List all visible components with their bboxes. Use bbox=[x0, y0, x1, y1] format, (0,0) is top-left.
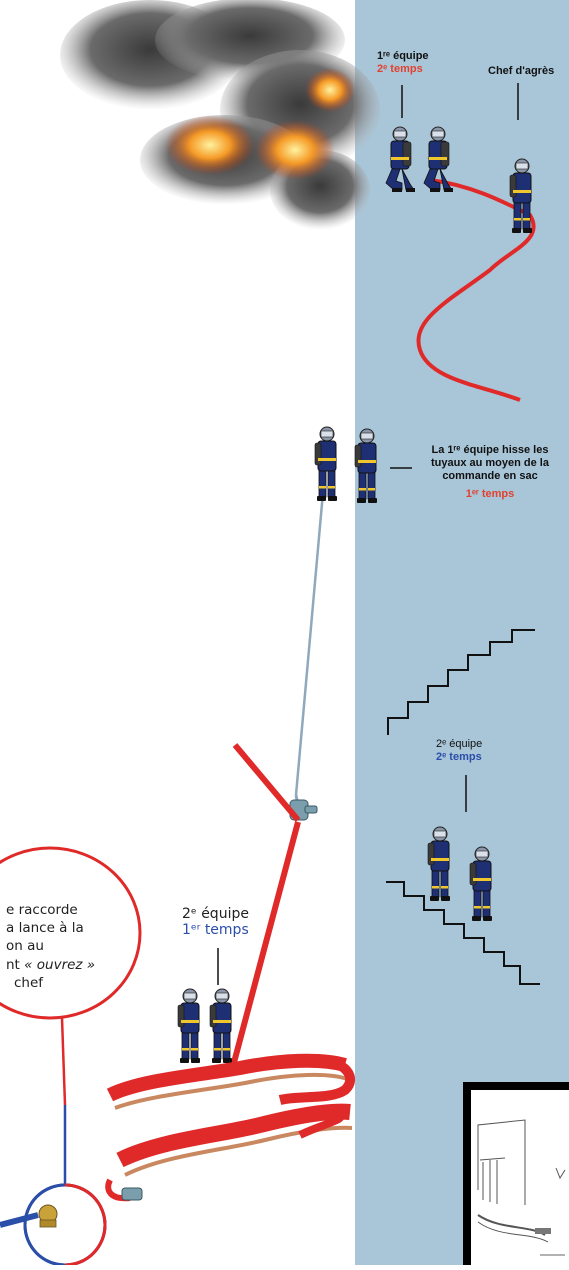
hose-to-ground bbox=[232, 822, 298, 1070]
bubble-line-1: e raccorde bbox=[6, 901, 95, 919]
smoke-and-fire bbox=[60, 0, 380, 230]
label-ground: 2ᵉ équipe 1ᵉʳ temps bbox=[182, 906, 249, 938]
sketch-inset bbox=[463, 1082, 569, 1265]
label-chief: Chef d'agrès bbox=[488, 65, 554, 78]
team1-hoisting-1 bbox=[315, 427, 337, 501]
label-stairs: 2ᵉ équipe 2ᵉ temps bbox=[436, 738, 482, 764]
label-stairs-time: 2ᵉ temps bbox=[436, 751, 482, 764]
bubble-line-3: on au bbox=[6, 937, 95, 955]
bubble-line-4: nt « ouvrez » bbox=[6, 956, 95, 974]
coupling-icon bbox=[122, 1188, 142, 1200]
label-ground-time: 1ᵉʳ temps bbox=[182, 922, 249, 938]
team2-ground-1 bbox=[178, 989, 200, 1063]
bubble-tail bbox=[62, 1018, 65, 1105]
bubble-line-4-prefix: nt bbox=[6, 957, 24, 973]
label-middle-time: 1ᵉʳ temps bbox=[414, 488, 566, 501]
bubble-line-4-em: « ouvrez » bbox=[24, 957, 95, 973]
team2-ground-2 bbox=[210, 989, 232, 1063]
label-middle-line2: tuyaux au moyen de la bbox=[414, 457, 566, 470]
lift-rope bbox=[296, 470, 325, 795]
label-ground-team: 2ᵉ équipe bbox=[182, 906, 249, 922]
bubble-line-2: a lance à la bbox=[6, 919, 95, 937]
bubble-line-5: chef bbox=[6, 974, 95, 992]
label-top-time-text: 2ᵉ temps bbox=[377, 63, 429, 76]
building-panel bbox=[355, 0, 569, 1265]
label-middle-line3: commande en sac bbox=[414, 470, 566, 483]
label-top-team-text: 1ʳᵉ équipe bbox=[377, 50, 429, 63]
zoom-circle bbox=[0, 1185, 105, 1265]
bubble-text: e raccorde a lance à la on au nt « ouvre… bbox=[6, 901, 95, 992]
hose-bundles bbox=[108, 1061, 352, 1199]
label-top-team: 1ʳᵉ équipe 2ᵉ temps bbox=[377, 50, 429, 76]
hose-vertical bbox=[235, 745, 298, 820]
label-middle-line1: La 1ʳᵉ équipe hisse les bbox=[414, 444, 566, 457]
label-stairs-team: 2ᵉ équipe bbox=[436, 738, 482, 751]
label-middle: La 1ʳᵉ équipe hisse les tuyaux au moyen … bbox=[414, 444, 566, 501]
